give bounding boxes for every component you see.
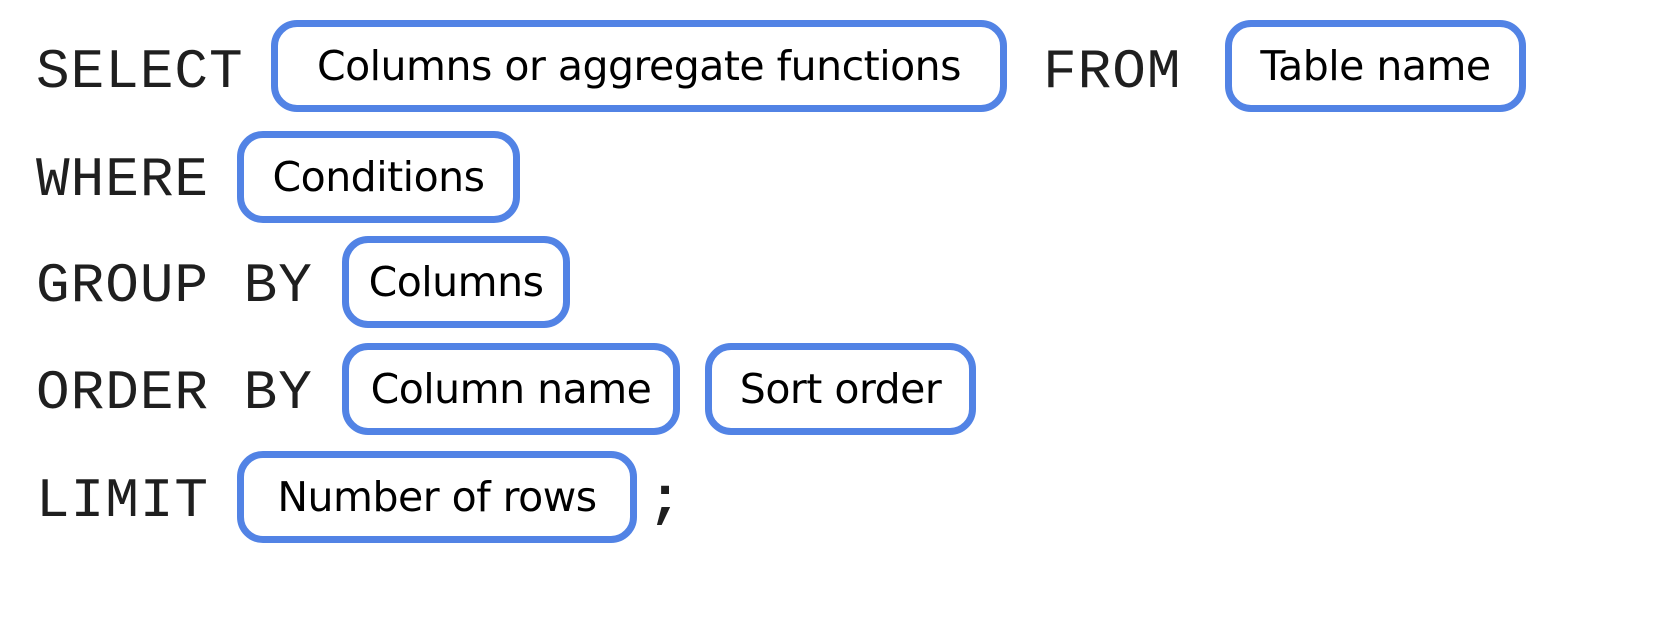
group-by-columns-placeholder: Columns <box>342 236 570 328</box>
sort-order-placeholder: Sort order <box>705 343 976 435</box>
conditions-placeholder: Conditions <box>237 131 520 223</box>
table-name-placeholder: Table name <box>1225 20 1526 112</box>
from-keyword: FROM <box>1043 40 1182 104</box>
group-by-keyword: GROUP BY <box>36 254 313 318</box>
number-of-rows-placeholder: Number of rows <box>237 451 637 543</box>
order-by-keyword: ORDER BY <box>36 361 313 425</box>
limit-keyword: LIMIT <box>36 469 210 533</box>
column-name-placeholder: Column name <box>342 343 680 435</box>
columns-or-aggregate-functions-placeholder: Columns or aggregate functions <box>271 20 1007 112</box>
where-keyword: WHERE <box>36 148 210 212</box>
select-keyword: SELECT <box>36 40 244 104</box>
statement-terminator: ; <box>648 468 682 532</box>
